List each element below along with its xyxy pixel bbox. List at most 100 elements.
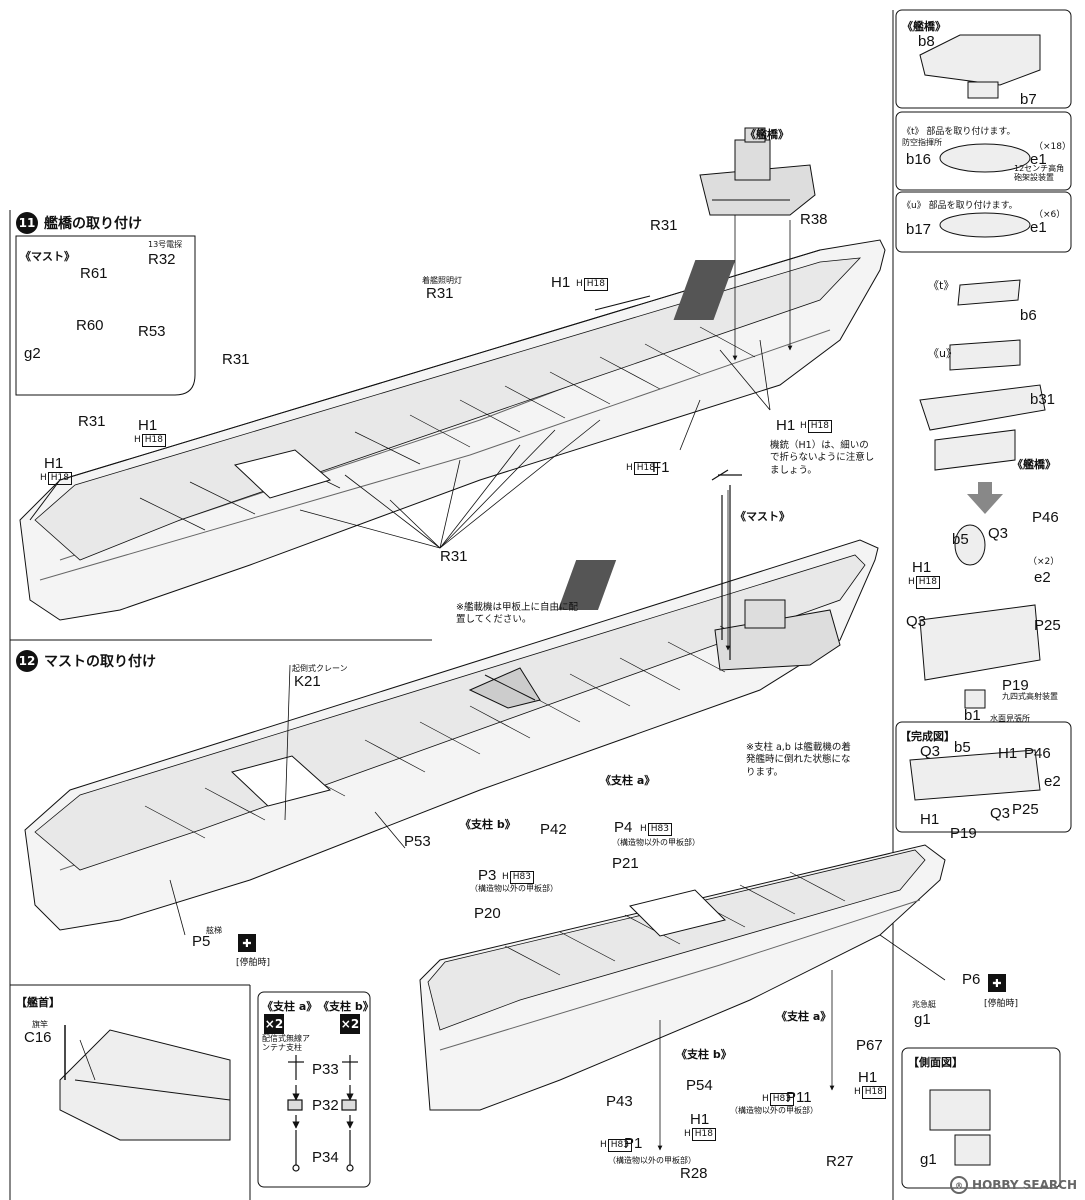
note-plane: ※艦載機は甲板上に自由に配置してください。 [456, 602, 578, 626]
count-x6: （×6） [1034, 210, 1066, 220]
part-b31: b31 [1030, 391, 1056, 408]
p5-moored: [停舶時] [236, 958, 271, 968]
strut-sequences [287, 1055, 358, 1172]
bridge-header-title: 《艦橋》 [902, 20, 946, 33]
complete-p25: P25 [1012, 801, 1039, 818]
part-p43: P43 [606, 1093, 633, 1110]
side-view-title: 【側面図】 [908, 1056, 963, 1069]
down-arrow-icon [967, 494, 1003, 514]
note-p4: （構造物以外の甲板部） [612, 838, 700, 847]
x2-badge-b: ×2 [340, 1014, 360, 1034]
c16-desc: 旗竿 [32, 1020, 48, 1029]
complete-b5: b5 [954, 739, 971, 756]
part-p53: P53 [404, 833, 431, 850]
part-r28: R28 [680, 1165, 708, 1182]
part-p67: P67 [856, 1037, 883, 1054]
strut-a-title: 《支柱 a》 [600, 774, 656, 787]
step-11-number: 11 [16, 212, 38, 234]
part-e1-b: e1 [1030, 219, 1047, 236]
bridge-top-title: 《艦橋》 [745, 128, 789, 141]
part-h1-d: H1 [776, 417, 796, 434]
b1-desc: 水面見張所 [990, 714, 1030, 723]
part-q3-b: Q3 [906, 613, 927, 630]
watermark-text: HOBBY SEARCH [972, 1178, 1077, 1192]
part-q3: Q3 [988, 525, 1009, 542]
part-c16: C16 [24, 1029, 52, 1046]
note-p11: （構造物以外の甲板部） [730, 1106, 818, 1115]
k21-desc: 起倒式クレーン [292, 664, 348, 673]
part-p32: P32 [312, 1097, 339, 1114]
instruction-t: 《t》 部品を取り付けます。 [902, 127, 1016, 137]
part-p3: P3 [478, 867, 497, 884]
complete-h1-b: H1 [920, 811, 940, 828]
r31-desc: 着艦照明灯 [422, 276, 462, 285]
registered-icon: ® [950, 1176, 969, 1194]
count-x18: （×18） [1034, 142, 1071, 152]
part-b5: b5 [952, 531, 969, 548]
note-p1: （構造物以外の甲板部） [608, 1156, 696, 1165]
step-12-number: 12 [16, 650, 38, 672]
part-b6: b6 [1020, 307, 1037, 324]
b16-desc: 防空指揮所 [902, 138, 942, 147]
strut-b-box-title: 《支柱 b》 [318, 1000, 374, 1013]
strut-a-lower-title: 《支柱 a》 [776, 1010, 832, 1023]
part-h1-g: H1 [690, 1111, 710, 1128]
part-g2: g2 [24, 345, 41, 362]
part-r31-c: R31 [222, 351, 250, 368]
part-b8: b8 [918, 33, 935, 50]
part-p42: P42 [540, 821, 567, 838]
part-b1: b1 [964, 707, 981, 724]
g1-desc: 兆急艇 [912, 1000, 936, 1009]
complete-e2: e2 [1044, 773, 1061, 790]
p19-desc: 九四式高射装置 [1002, 692, 1058, 701]
down-arrow-stem [978, 482, 992, 494]
part-p4: P4 [614, 819, 633, 836]
note-strut: ※支柱 a,b は艦載機の着発艦時に倒れた状態になります。 [746, 742, 851, 778]
bridge-island-upper [699, 127, 816, 216]
mast-drawing [711, 469, 742, 660]
part-p33: P33 [312, 1061, 339, 1078]
part-p54: P54 [686, 1077, 713, 1094]
note-p3: （構造物以外の甲板部） [470, 884, 558, 893]
part-h1-c: H1 [44, 455, 64, 472]
part-p25: P25 [1034, 617, 1061, 634]
flight-deck-upper [34, 257, 862, 561]
complete-q3: Q3 [920, 743, 941, 760]
part-p20: P20 [474, 905, 501, 922]
label-t: 《t》 [928, 279, 955, 292]
part-p46: P46 [1032, 509, 1059, 526]
strut-b-title: 《支柱 b》 [460, 818, 516, 831]
part-g1: g1 [914, 1011, 931, 1028]
step-12-header: 12 マストの取り付け [16, 650, 156, 672]
step-11-title: 艦橋の取り付け [44, 216, 142, 232]
part-g1-b: g1 [920, 1151, 937, 1168]
e1-desc: 12センチ高角砲架設装置 [1014, 164, 1065, 183]
strut-b-lower-title: 《支柱 b》 [676, 1048, 732, 1061]
mast-main-title: 《マスト》 [735, 510, 790, 523]
part-p21: P21 [612, 855, 639, 872]
part-h1-b: H1 [138, 417, 158, 434]
part-r60: R60 [76, 317, 104, 334]
part-e1: e1 [1030, 151, 1047, 168]
part-r31-d: R31 [78, 413, 106, 430]
part-h1-e: H1 [912, 559, 932, 576]
part-r31-e: R31 [440, 548, 468, 565]
count-x2: （×2） [1028, 557, 1060, 567]
complete-q3-b: Q3 [990, 805, 1011, 822]
complete-p46: P46 [1024, 745, 1051, 762]
part-p6: P6 [962, 971, 981, 988]
complete-p19: P19 [950, 825, 977, 842]
